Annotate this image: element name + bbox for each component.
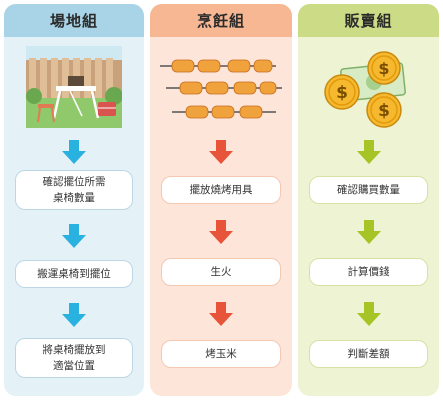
column-title: 烹飪組 bbox=[150, 4, 292, 37]
step-place-tables: 將桌椅擺放到 適當位置 bbox=[15, 338, 133, 378]
down-arrow-icon bbox=[355, 300, 383, 328]
step-confirm-table-count: 確認擺位所需 桌椅數量 bbox=[15, 170, 133, 210]
step-calculate-price: 計算價錢 bbox=[309, 258, 428, 286]
svg-text:$: $ bbox=[378, 101, 390, 121]
step-grill-corn: 烤玉米 bbox=[161, 340, 281, 368]
down-arrow-icon bbox=[60, 222, 88, 250]
step-move-tables: 搬運桌椅到擺位 bbox=[15, 260, 133, 288]
svg-text:$: $ bbox=[336, 83, 348, 103]
down-arrow-icon bbox=[207, 218, 235, 246]
column-title: 販賣組 bbox=[298, 4, 439, 37]
down-arrow-icon bbox=[355, 218, 383, 246]
down-arrow-icon bbox=[60, 301, 88, 329]
column-title: 場地組 bbox=[4, 4, 144, 37]
down-arrow-icon bbox=[355, 138, 383, 166]
column-cooking: 烹飪組 擺放燒烤用具 生火 烤玉米 bbox=[150, 4, 292, 396]
skewers-illustration bbox=[160, 59, 282, 119]
column-venue: 場地組 確認擺位所需 桌椅數量 搬運桌椅到擺位 bbox=[4, 4, 144, 396]
down-arrow-icon bbox=[60, 138, 88, 166]
down-arrow-icon bbox=[207, 300, 235, 328]
svg-text:$: $ bbox=[378, 59, 389, 78]
down-arrow-icon bbox=[207, 138, 235, 166]
step-confirm-quantity: 確認購買數量 bbox=[309, 176, 428, 204]
step-set-up-bbq: 擺放燒烤用具 bbox=[161, 176, 281, 204]
garden-bbq-illustration bbox=[26, 46, 122, 128]
step-determine-change: 判斷差額 bbox=[309, 340, 428, 368]
coins-illustration: $ $ $ bbox=[324, 51, 406, 128]
step-light-fire: 生火 bbox=[161, 258, 281, 286]
column-sales: 販賣組 $ $ $ 確認購買數量 計算價錢 判斷差額 bbox=[298, 4, 439, 396]
